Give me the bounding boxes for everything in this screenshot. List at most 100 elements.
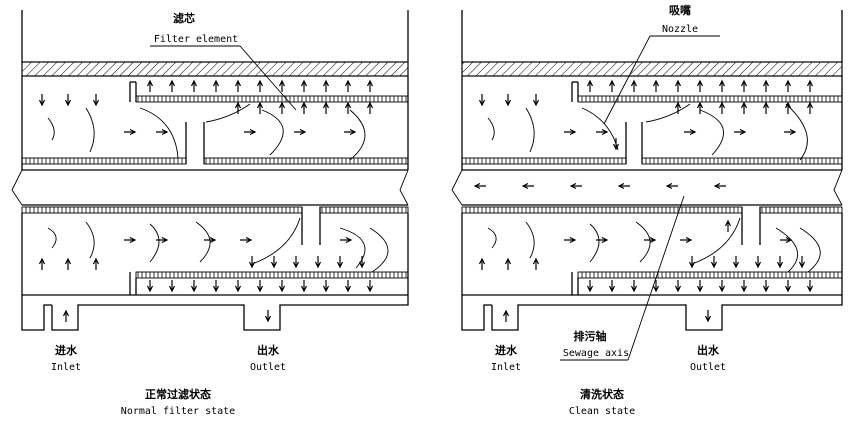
sewage-axis-cn-label: 排污轴 [574,329,607,343]
flow-arrow [696,79,704,92]
flow-arrow [294,128,307,136]
flow-arrow [665,182,678,190]
flow-arrow [336,256,344,269]
flow-arrow [322,79,330,92]
flow-arrow [366,101,374,114]
flow-arrow [564,128,577,136]
flow-arrow [300,101,308,114]
flow-arrow [38,94,46,107]
flow-arrow [762,101,770,114]
flow-arrow [124,128,137,136]
flow-arrow [124,236,137,244]
flow-arrow [248,256,256,269]
upper-filter-mesh [577,95,843,103]
flow-arrow [718,79,726,92]
flow-arrow [608,280,616,293]
flow-arrow [92,94,100,107]
sewage-axis-en-label: Sewage axis [563,348,629,359]
flow-arrow [596,236,609,244]
flow-arrow [478,94,486,107]
flow-arrow [190,280,198,293]
flow-arrow [270,256,278,269]
flow-arrow [504,94,512,107]
left-panel: 滤芯 Filter element 进水 Inlet 出水 Outlet 正常过… [11,10,409,417]
flow-arrow [612,138,620,151]
flow-arrow [596,128,609,136]
flow-arrow [240,236,253,244]
inlet-en-label: Inlet [51,362,81,373]
flow-arrow [256,101,264,114]
flow-arrow [652,79,660,92]
nozzle-en-label: Nozzle [662,24,698,35]
flow-arrow [234,79,242,92]
flow-arrow [532,257,540,270]
flow-arrow [780,236,793,244]
flow-arrow [754,256,762,269]
flow-arrow [344,79,352,92]
flow-arrow [569,182,582,190]
flow-arrow [314,256,322,269]
filter-element-en-label: Filter element [154,34,238,45]
flow-arrow [168,280,176,293]
flow-arrow [300,79,308,92]
flow-arrow [674,101,682,114]
flow-arrow [204,236,217,244]
flow-arrow [292,256,300,269]
flow-arrow [92,257,100,270]
flow-arrow [784,128,797,136]
flow-arrow [652,280,660,293]
flow-arrow [704,310,712,323]
flow-arrow [264,310,272,323]
flow-arrow [732,256,740,269]
flow-arrow [190,79,198,92]
inlet-en-label: Inlet [491,362,521,373]
flow-arrow [156,236,169,244]
upper-filter-mesh [135,95,409,103]
upper-bottom-mesh-right [203,157,409,165]
flow-arrow [734,128,747,136]
flow-arrow [322,101,330,114]
state-cn-label: 清洗状态 [580,387,624,401]
flow-arrow [278,101,286,114]
top-plate [21,61,409,77]
flow-arrow [168,79,176,92]
flow-arrow [504,257,512,270]
flow-arrow [278,280,286,293]
flow-arrow [256,79,264,92]
flow-arrow [212,280,220,293]
right-panel: 吸嘴 Nozzle 排污轴 Sewage axis 进水 Inlet 出水 Ou… [451,3,843,417]
flow-arrows [38,79,374,323]
flow-arrow [256,280,264,293]
flow-arrow [740,79,748,92]
flow-arrow [630,280,638,293]
flow-arrow [784,280,792,293]
outlet-en-label: Outlet [250,362,286,373]
flow-arrow [762,79,770,92]
flow-arrow [234,101,242,114]
inlet-cn-label: 进水 [495,343,518,357]
flow-arrow [146,280,154,293]
flow-arrow [696,280,704,293]
flow-arrow [806,280,814,293]
flow-arrow [718,280,726,293]
flow-arrow [358,256,366,269]
flow-arrow [710,256,718,269]
flow-arrow [478,257,486,270]
flow-arrow [740,280,748,293]
flow-arrow [64,94,72,107]
flow-arrow [674,79,682,92]
outlet-cn-label: 出水 [257,343,280,357]
flow-arrow [688,256,696,269]
flow-arrow [718,101,726,114]
flow-arrow [502,309,510,322]
flow-arrows [473,79,814,323]
flow-arrow [784,101,792,114]
flow-arrow [62,309,70,322]
flow-arrow [340,236,353,244]
flow-arrow [586,79,594,92]
flow-arrow [344,280,352,293]
flow-arrow [366,280,374,293]
flow-arrow [244,128,257,136]
flow-arrow [724,219,732,232]
